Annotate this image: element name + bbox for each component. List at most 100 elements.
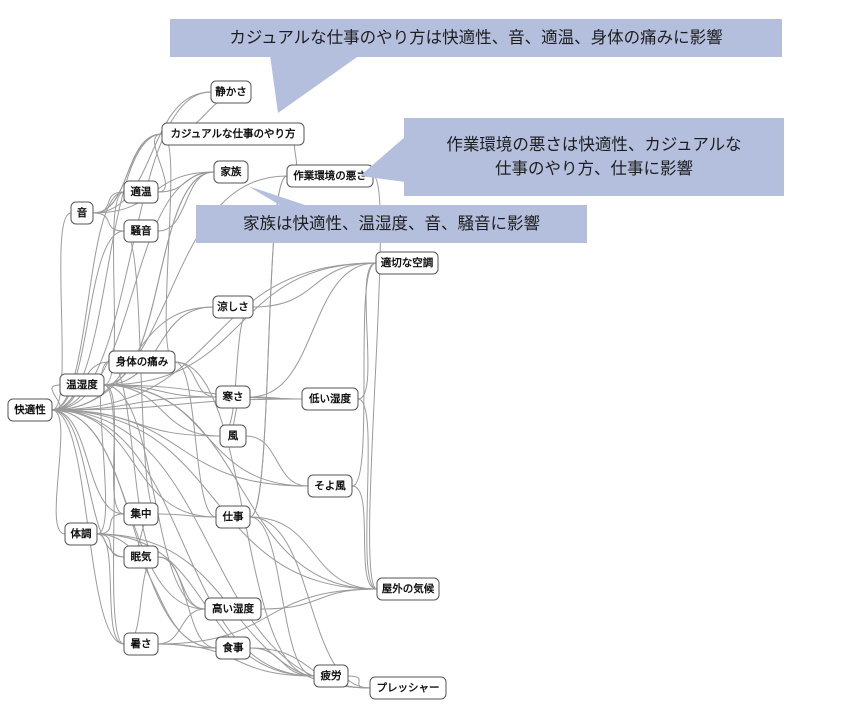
edge-kazoku-tekion	[157, 171, 215, 193]
node-box-kaiteki	[7, 398, 53, 422]
node-hirou[interactable]: 疲労	[313, 664, 349, 688]
node-label-kaze: 風	[228, 430, 239, 442]
edge-ondo-takai	[103, 384, 206, 610]
node-label-itami: 身体の痛み	[116, 355, 169, 368]
node-label-soyo: そよ風	[314, 480, 346, 492]
node-box-samusa	[215, 385, 251, 409]
node-box-shokuji	[215, 636, 251, 660]
node-itami[interactable]: 身体の痛み	[108, 350, 176, 374]
node-okugai[interactable]: 屋外の気候	[376, 577, 440, 601]
edge-shokuji-pressure	[249, 647, 371, 689]
edge-ondo-okugai	[103, 384, 378, 590]
node-box-suzushisa	[212, 295, 254, 319]
node-box-hikui	[301, 387, 359, 411]
node-shigoto[interactable]: 仕事	[215, 505, 251, 529]
edge-kucho-suzushisa	[252, 262, 377, 308]
node-casual[interactable]: カジュアルな仕事のやり方	[161, 122, 305, 146]
edge-kaiteki-ondo	[51, 384, 61, 411]
edge-kaiteki-kucho	[51, 262, 377, 411]
edge-kaze-soyo	[245, 435, 309, 487]
node-kucho[interactable]: 適切な空調	[375, 251, 439, 275]
node-pressure[interactable]: プレッシャー	[369, 676, 447, 700]
edge-ondo-shuchu	[103, 384, 125, 515]
node-box-shigoto	[215, 505, 251, 529]
node-kaiteki[interactable]: 快適性	[7, 398, 53, 422]
node-samusa[interactable]: 寒さ	[215, 385, 251, 409]
node-box-pressure	[369, 676, 447, 700]
node-kaze[interactable]: 風	[219, 424, 247, 448]
node-soyo[interactable]: そよ風	[307, 474, 353, 498]
edge-shigoto-sagyou	[249, 175, 288, 518]
edge-ondo-kaze	[103, 384, 221, 437]
node-box-shizuka	[210, 80, 252, 104]
node-box-takai	[204, 597, 262, 621]
node-label-tekion: 適温	[131, 185, 152, 198]
node-kazoku[interactable]: 家族	[213, 160, 249, 184]
node-shuchu[interactable]: 集中	[123, 502, 159, 526]
node-label-kucho: 適切な空調	[381, 256, 434, 269]
edge-oto-shizuka	[92, 91, 212, 214]
edge-hirou-pressure	[347, 675, 371, 689]
node-atsusa[interactable]: 暑さ	[123, 632, 159, 656]
callout-sagyou-note: 作業環境の悪さは快適性、カジュアルな 仕事のやり方、仕事に影響	[404, 118, 784, 196]
edge-shuchu-shigoto	[157, 513, 217, 518]
edge-sagyou-okugai	[369, 175, 381, 590]
node-takai[interactable]: 高い湿度	[204, 597, 262, 621]
callout-kazoku-note: 家族は快適性、温湿度、音、騒音に影響	[196, 205, 587, 243]
node-box-shuchu	[123, 502, 159, 526]
edge-taicho-shuchu	[96, 513, 125, 535]
node-box-souon	[123, 219, 159, 243]
edge-samusa-hikui	[249, 396, 303, 400]
node-box-kucho	[375, 251, 439, 275]
edge-kaiteki-hirou	[51, 409, 315, 677]
edge-casual-tekion	[154, 133, 166, 193]
node-label-taicho: 体調	[71, 527, 92, 540]
edge-kucho-samusa	[249, 262, 377, 398]
node-label-hirou: 疲労	[321, 669, 342, 682]
node-shizuka[interactable]: 静かさ	[210, 80, 252, 104]
edge-nemuke-shokuji	[157, 556, 217, 649]
node-nemuke[interactable]: 眠気	[123, 545, 159, 569]
node-shokuji[interactable]: 食事	[215, 636, 251, 660]
callout-casual-text: カジュアルな仕事のやり方は快適性、音、適温、身体の痛みに影響	[229, 28, 723, 48]
edge-takai-okugai	[260, 588, 378, 610]
node-label-hikui: 低い湿度	[308, 392, 351, 405]
node-ondo[interactable]: 温湿度	[59, 373, 105, 397]
node-label-takai: 高い湿度	[212, 602, 254, 615]
node-tekion[interactable]: 適温	[123, 180, 159, 204]
edge-atsusa-takai	[157, 608, 206, 645]
node-box-kazoku	[213, 160, 249, 184]
node-box-oto	[70, 201, 94, 225]
node-label-kazoku: 家族	[221, 165, 242, 178]
edge-kaiteki-hikui	[51, 398, 303, 411]
callout-casual-note: カジュアルな仕事のやり方は快適性、音、適温、身体の痛みに影響	[170, 19, 782, 57]
edge-ondo-kucho	[103, 262, 377, 386]
edge-kaiteki-pressure	[51, 409, 371, 689]
edge-itami-shigoto	[174, 361, 217, 518]
callout-sagyou-line-1: 作業環境の悪さは快適性、カジュアルな	[446, 135, 742, 155]
node-box-casual	[161, 122, 305, 146]
node-box-hirou	[313, 664, 349, 688]
edge-taicho-shokuji	[96, 533, 217, 649]
node-box-nemuke	[123, 545, 159, 569]
node-label-okugai: 屋外の気候	[382, 582, 435, 595]
node-taicho[interactable]: 体調	[64, 522, 98, 546]
node-souon[interactable]: 騒音	[123, 219, 159, 243]
edge-ondo-suzushisa	[103, 306, 214, 386]
edge-hikui-okugai	[357, 398, 378, 590]
callout-sagyou-line-2: 仕事のやり方、仕事に影響	[495, 159, 693, 178]
node-label-sagyou: 作業環境の悪さ	[293, 169, 367, 182]
node-label-shizuka: 静かさ	[215, 85, 247, 98]
edge-suzushisa-kaze	[219, 306, 254, 437]
edge-atsusa-hirou	[157, 643, 315, 677]
edge-nemuke-takai	[157, 556, 206, 610]
edge-atsusa-okugai	[157, 588, 378, 645]
edge-shigoto-okugai	[249, 516, 378, 590]
edge-ondo-tekion	[103, 191, 125, 386]
edge-casual-oto	[92, 133, 163, 214]
node-suzushisa[interactable]: 涼しさ	[212, 295, 254, 319]
node-oto[interactable]: 音	[70, 201, 94, 225]
node-box-ondo	[59, 373, 105, 397]
node-hikui[interactable]: 低い湿度	[301, 387, 359, 411]
node-label-pressure: プレッシャー	[377, 681, 440, 694]
